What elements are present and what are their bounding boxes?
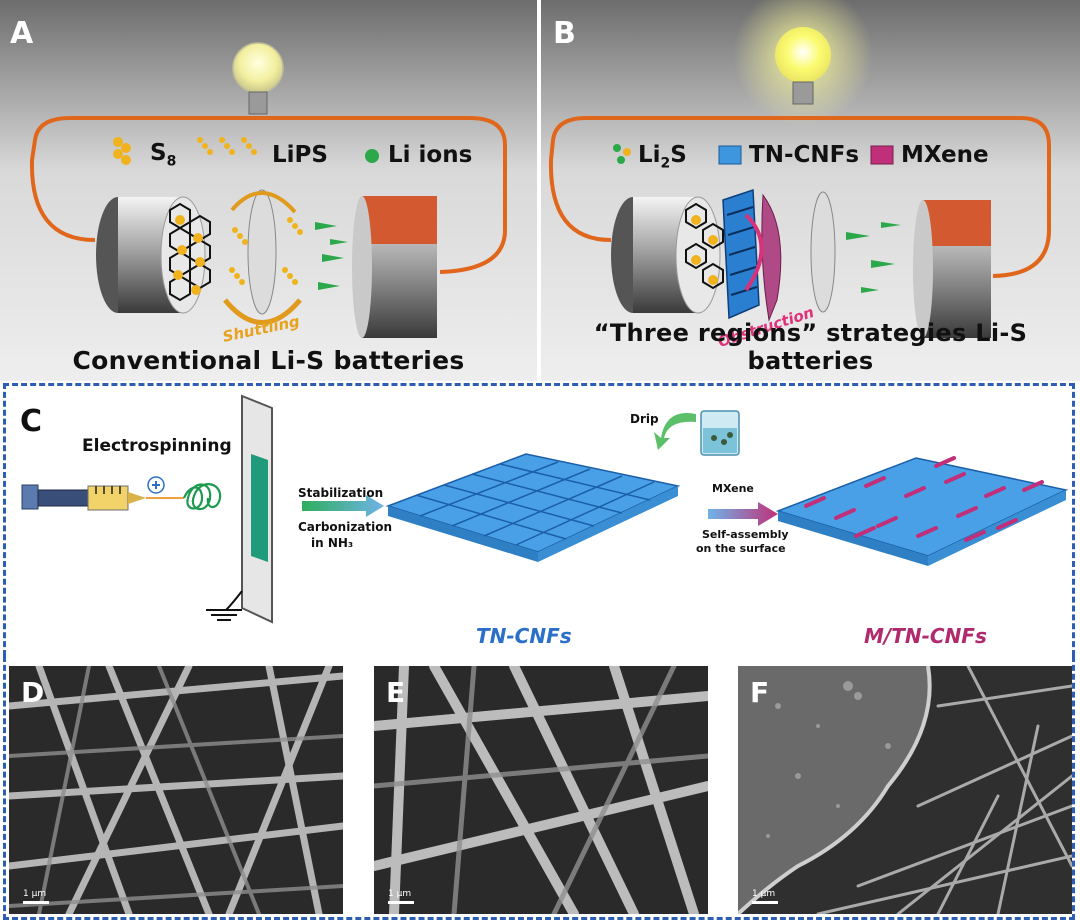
mtncnfs-product-label: M/TN-CNFs [864,624,987,648]
panel-b-letter: B [553,16,576,51]
panel-b: B Li2S TN-CNFs MXene Obstruction “Three … [541,0,1080,381]
mxene-step-label: MXene [712,482,754,495]
panel-a: A S8 LiPS Li ions Shuttling Conventional… [0,0,537,381]
legend-s8-sub: 8 [166,153,177,170]
panel-c-border-lower [3,656,1075,920]
panel-d: D 1 μm [9,666,343,914]
panel-e-sem-image [374,666,708,914]
legend-li2s-sub: 2 [660,155,671,172]
panel-a-title: Conventional Li-S batteries [72,346,465,375]
panel-d-letter: D [21,676,45,709]
panel-e-letter: E [386,676,406,709]
legend-li2s-a: Li [638,142,661,168]
beaker-icon [700,410,740,456]
panel-f-letter: F [750,676,770,709]
jet-spiral [182,483,222,511]
tncnfs-product-label: TN-CNFs [476,624,572,648]
tncnf-mat [385,453,681,562]
anode-cylinder-b [611,196,721,314]
panel-f: F 1 μm [738,666,1072,914]
drip-label: Drip [630,412,659,426]
panel-e: E 1 μm [374,666,708,914]
ground-icon [206,590,243,621]
drip-arrow [654,413,696,450]
legend-mxene: MXene [901,142,989,168]
cathode-cylinder [352,196,437,338]
s8-icon [113,137,131,165]
positive-charge-icon [147,476,165,494]
panel-e-scale-text: 1 μm [388,889,412,899]
panel-f-scale-bar: 1 μm [752,889,778,904]
legend-s8-base: S [150,140,167,166]
panel-c-illustration [21,394,1069,624]
carbonization-label: Carbonization [298,520,393,534]
panel-e-scale-bar: 1 μm [388,889,414,904]
collector-plate [241,394,273,624]
panel-d-sem-image [9,666,343,914]
li-ion-icon [365,149,379,163]
stabilization-label: Stabilization [298,486,384,500]
legend-lips: LiPS [272,142,328,168]
mxene-layer [761,193,782,322]
panel-b-illustration [541,0,1080,381]
process-arrow-2 [708,502,778,526]
lit-light-bulb-icon [775,27,831,105]
panel-b-title: “Three regions” strategies Li-S batterie… [593,319,1028,375]
tncnf-layer [722,188,760,320]
panel-a-letter: A [10,16,34,51]
syringe-icon [21,484,184,511]
self-assembly-label: Self-assembly [702,528,789,541]
tncnfs-icon [718,145,742,165]
panel-c: C Electrospinning Stabilization Carboniz… [3,383,1075,656]
panel-f-sem-image [738,666,1072,914]
in-nh3-label: in NH₃ [311,536,354,550]
cathode-cylinder-b [913,200,991,338]
panel-d-scale-text: 1 μm [23,889,47,899]
legend-tncnfs: TN-CNFs [749,142,860,168]
on-surface-label: on the surface [696,542,786,555]
lips-icon [197,137,257,155]
panel-d-scale-bar: 1 μm [23,889,49,904]
electrospinning-label: Electrospinning [82,436,232,456]
li2s-icon [613,144,631,164]
legend-li2s-b: S [670,142,687,168]
process-arrow-1 [302,495,384,517]
panel-f-scale-text: 1 μm [752,889,776,899]
legend-li-ions: Li ions [388,142,473,168]
panel-a-illustration [0,0,537,381]
legend-li2s: Li2S [638,142,687,172]
light-bulb-icon [232,42,284,115]
mtncnf-mat [775,456,1069,566]
legend-s8: S8 [150,140,176,170]
panel-c-letter: C [20,404,43,439]
mxene-icon [870,145,894,165]
separator-disc [247,189,277,315]
